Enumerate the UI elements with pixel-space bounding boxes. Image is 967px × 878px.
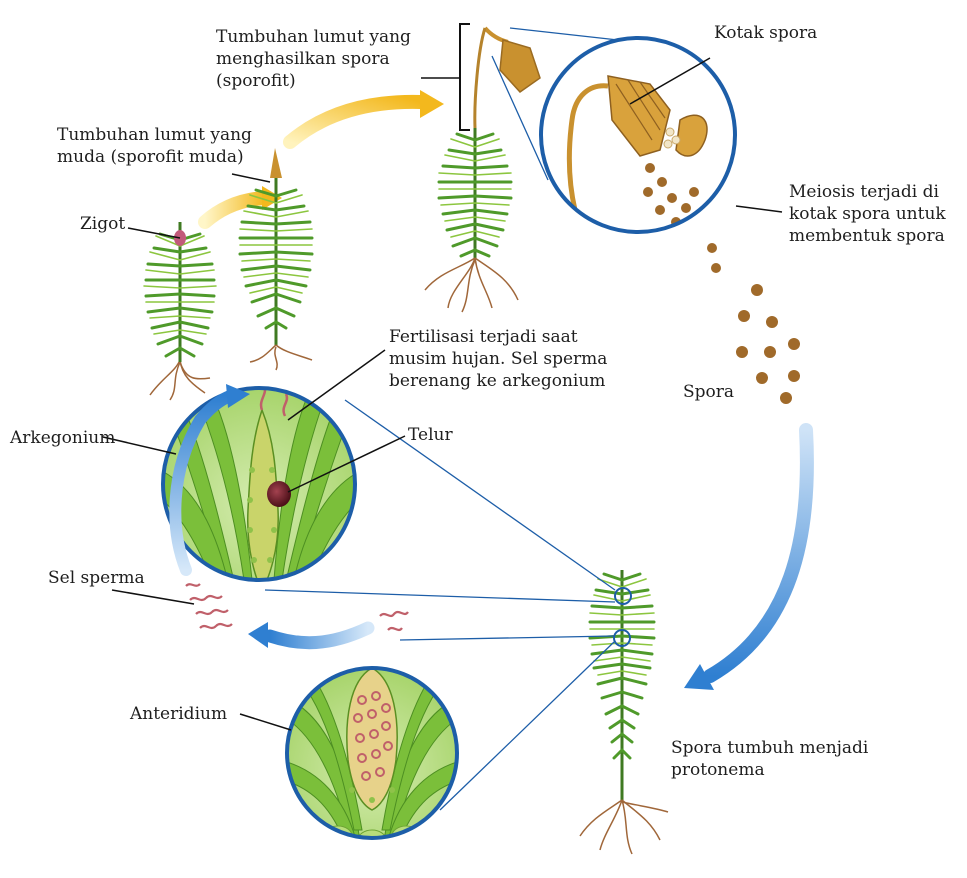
label-zigot: Zigot [80,213,125,235]
label-line: Tumbuhan lumut yang [57,124,252,146]
label-line: protonema [671,759,868,781]
label-line: musim hujan. Sel sperma [389,348,607,370]
label-meiosis: Meiosis terjadi di kotak spora untuk mem… [789,181,946,247]
spores-falling [707,243,721,273]
label-sel-sperma: Sel sperma [48,567,145,589]
label-spora-tumbuh: Spora tumbuh menjadi protonema [671,737,868,781]
roots-1 [150,360,210,400]
moss-plant-young-sporophyte [240,148,312,370]
label-line: (sporofit) [216,70,411,92]
label-line: berenang ke arkegonium [389,370,607,392]
egg-cell [267,481,291,507]
moss-plant-gametophyte [580,570,668,854]
label-line: muda (sporofit muda) [57,146,252,168]
moss-plant-zygote [144,222,216,400]
spore-cluster [736,284,800,404]
label-line: Spora tumbuh menjadi [671,737,868,759]
label-anteridium: Anteridium [130,703,227,725]
label-telur: Telur [408,424,453,446]
antheridium-zoom-circle [276,628,468,850]
label-line: Fertilisasi terjadi saat [389,326,607,348]
blue-arrow-left [270,628,368,643]
label-line: Meiosis terjadi di [789,181,946,203]
yellow-arrow-2 [290,102,420,142]
yellow-arrow-1 [205,198,265,222]
label-kotak-spora: Kotak spora [714,22,817,44]
capsule-small [500,40,540,92]
moss-plant-mature-sporophyte [425,28,540,312]
blue-arrow-spore-to-protonema [710,430,807,676]
label-young-sporophyte: Tumbuhan lumut yang muda (sporofit muda) [57,124,252,168]
label-line: Tumbuhan lumut yang [216,26,411,48]
label-arkegonium: Arkegonium [10,427,115,449]
label-line: menghasilkan spora [216,48,411,70]
label-spora: Spora [683,381,734,403]
label-line: membentuk spora [789,225,946,247]
label-fertilisasi: Fertilisasi terjadi saat musim hujan. Se… [389,326,607,392]
label-line: kotak spora untuk [789,203,946,225]
label-mature-sporophyte: Tumbuhan lumut yang menghasilkan spora (… [216,26,411,92]
sporophyte-bracket [460,24,470,130]
